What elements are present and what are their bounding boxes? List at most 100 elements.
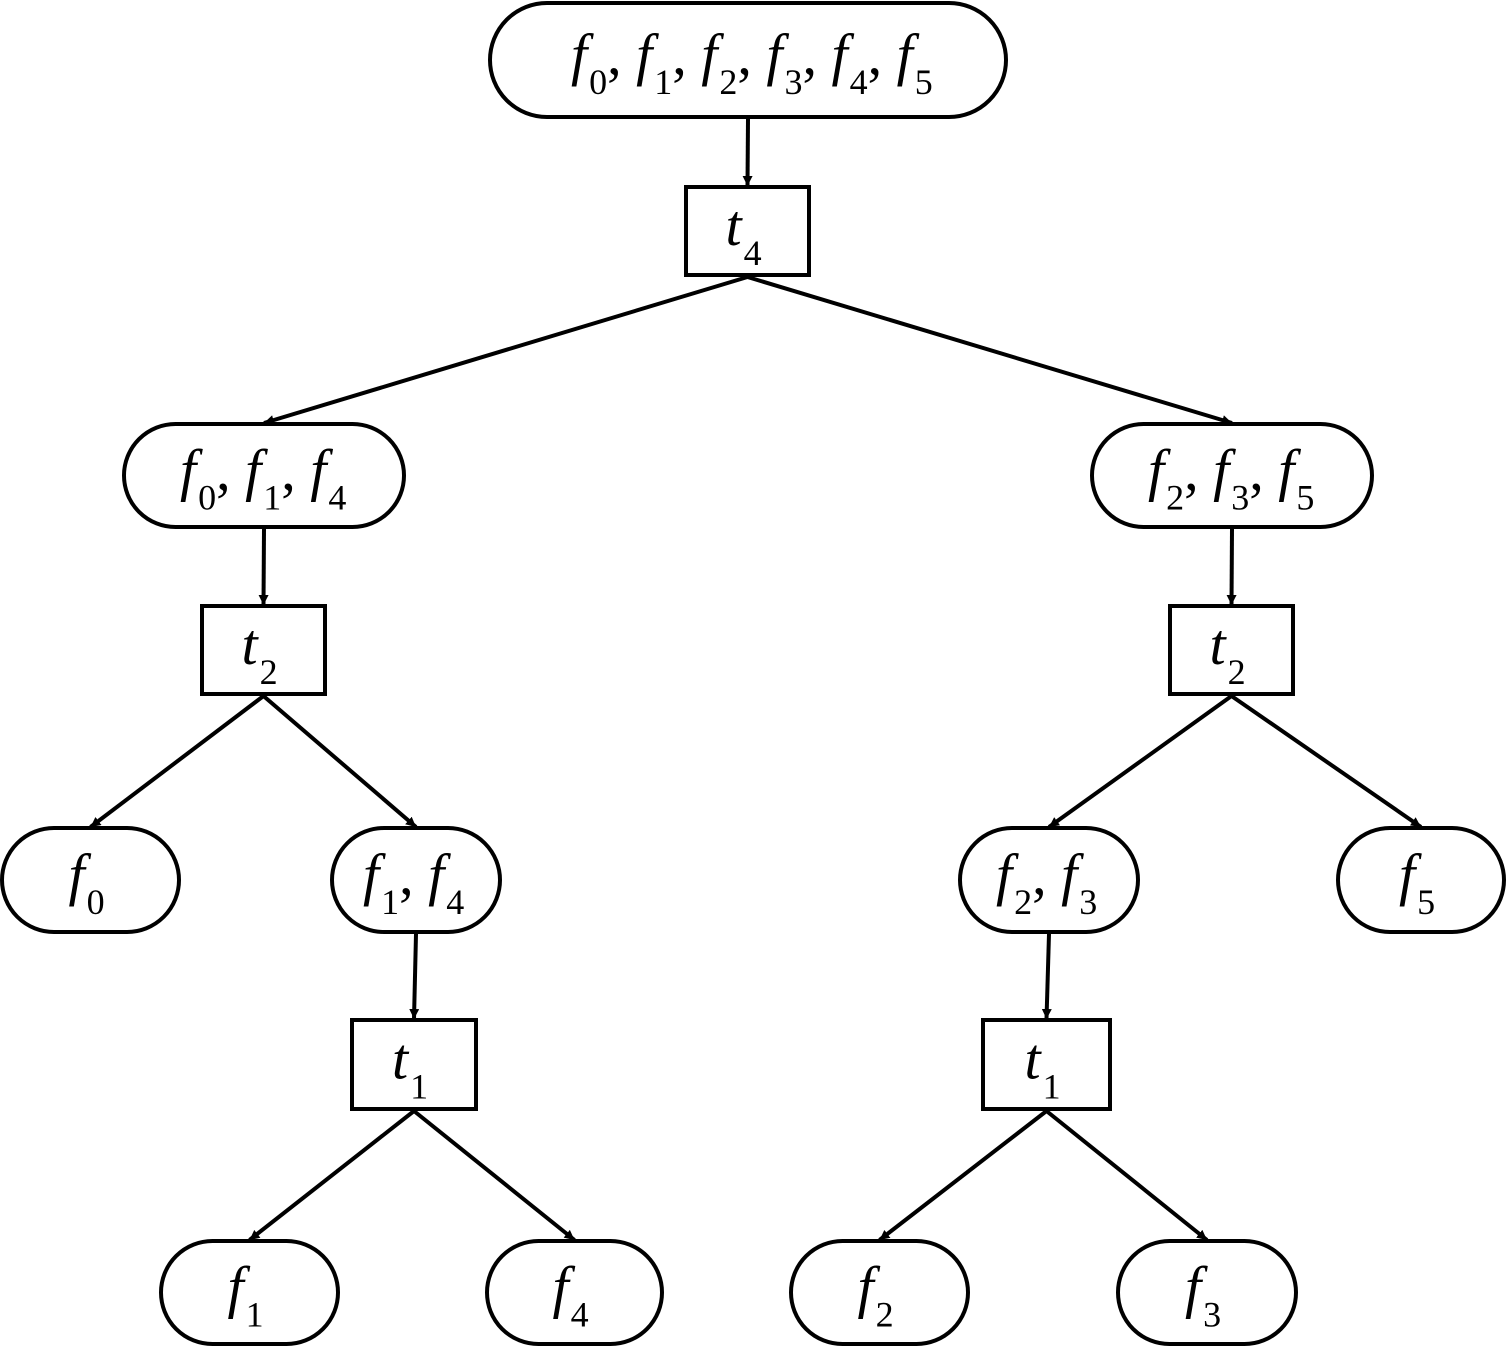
node-label: t2 <box>1210 612 1246 692</box>
set-node-n_r1: f2, f3, f5 <box>1090 422 1374 529</box>
set-node-n_f0: f0 <box>0 826 181 934</box>
set-node-n_f5: f5 <box>1336 826 1506 934</box>
label-subscript: 3 <box>1203 1295 1221 1335</box>
node-label: t4 <box>726 193 762 273</box>
label-subscript: 0 <box>198 478 216 518</box>
edge-n_t2r-to-n_f5 <box>1230 694 1423 829</box>
set-node-n_f1: f1 <box>159 1239 340 1346</box>
test-node-n_t1r: t1 <box>981 1018 1112 1111</box>
rounded-node-shape <box>958 826 1140 934</box>
label-separator: , <box>399 842 428 907</box>
label-subscript: 2 <box>1166 478 1184 518</box>
node-label: t1 <box>392 1027 428 1107</box>
rounded-node-shape <box>122 422 406 529</box>
label-subscript: 1 <box>1043 1067 1061 1107</box>
label-subscript: 0 <box>589 62 607 102</box>
rounded-node-shape <box>1336 826 1506 934</box>
rounded-node-shape <box>330 826 502 934</box>
label-subscript: 1 <box>654 62 672 102</box>
label-subscript: 5 <box>1296 478 1314 518</box>
edge-n_t1r-to-n_f2 <box>878 1109 1048 1242</box>
label-separator: , <box>737 22 766 87</box>
edge-n_f23-to-n_t1r <box>1041 933 1052 1020</box>
test-node-n_t4: t4 <box>684 185 811 277</box>
label-subscript: 2 <box>1014 882 1032 922</box>
label-subscript: 4 <box>446 882 464 922</box>
box-node-shape <box>350 1018 478 1111</box>
label-subscript: 5 <box>1417 882 1435 922</box>
edges <box>89 118 1423 1242</box>
label-subscript: 2 <box>1228 652 1246 692</box>
label-subscript: 1 <box>381 882 399 922</box>
box-node-shape <box>200 604 327 696</box>
label-base: t <box>726 193 744 258</box>
label-subscript: 4 <box>850 62 868 102</box>
test-node-n_t2r: t2 <box>1168 604 1295 696</box>
box-node-shape <box>1168 604 1295 696</box>
edge-n_r1-to-n_t2r <box>1226 528 1237 606</box>
edge-n_root-to-n_t4 <box>742 118 753 187</box>
label-separator: , <box>868 22 897 87</box>
edge-n_t1r-to-n_f3 <box>1045 1109 1209 1242</box>
label-subscript: 2 <box>876 1295 894 1335</box>
edge-n_t4-to-n_l1 <box>263 275 749 425</box>
rounded-node-shape <box>0 826 181 934</box>
label-subscript: 2 <box>260 652 278 692</box>
label-base: t <box>1025 1027 1043 1092</box>
label-separator: , <box>281 438 310 503</box>
node-label: t1 <box>1025 1027 1061 1107</box>
set-node-n_root: f0, f1, f2, f3, f4, f5 <box>488 1 1008 119</box>
label-separator: , <box>672 22 701 87</box>
box-node-shape <box>684 185 811 277</box>
label-subscript: 3 <box>1079 882 1097 922</box>
label-base: t <box>392 1027 410 1092</box>
label-separator: , <box>1184 438 1213 503</box>
label-subscript: 1 <box>410 1067 428 1107</box>
set-node-n_f14: f1, f4 <box>330 826 502 934</box>
edge-n_t4-to-n_r1 <box>746 275 1233 425</box>
rounded-node-shape <box>488 1 1008 119</box>
label-separator: , <box>1032 842 1061 907</box>
label-separator: , <box>216 438 245 503</box>
box-node-shape <box>981 1018 1112 1111</box>
node-label: f1, f4 <box>363 842 464 922</box>
label-subscript: 3 <box>1231 478 1249 518</box>
set-node-n_f3: f3 <box>1116 1239 1298 1346</box>
set-node-n_f2: f2 <box>789 1239 970 1346</box>
node-label: t2 <box>242 612 278 692</box>
label-subscript: 4 <box>744 233 762 273</box>
rounded-node-shape <box>1116 1239 1298 1346</box>
label-subscript: 3 <box>785 62 803 102</box>
test-node-n_t1l: t1 <box>350 1018 478 1111</box>
node-label: f0 <box>69 842 105 922</box>
set-node-n_f4: f4 <box>485 1239 664 1346</box>
label-separator: , <box>607 22 636 87</box>
label-base: t <box>1210 612 1228 677</box>
label-subscript: 1 <box>246 1295 264 1335</box>
label-subscript: 4 <box>328 478 346 518</box>
set-node-n_l1: f0, f1, f4 <box>122 422 406 529</box>
label-subscript: 1 <box>263 478 281 518</box>
edge-n_f14-to-n_t1l <box>409 933 420 1020</box>
edge-n_t1l-to-n_f4 <box>412 1109 576 1242</box>
edge-n_t2r-to-n_f23 <box>1047 694 1233 829</box>
label-subscript: 5 <box>915 62 933 102</box>
rounded-node-shape <box>485 1239 664 1346</box>
set-node-n_f23: f2, f3 <box>958 826 1140 934</box>
label-base: t <box>242 612 260 677</box>
rounded-node-shape <box>789 1239 970 1346</box>
edge-n_t2l-to-n_f14 <box>262 694 418 829</box>
rounded-node-shape <box>1090 422 1374 529</box>
test-node-n_t2l: t2 <box>200 604 327 696</box>
rounded-node-shape <box>159 1239 340 1346</box>
label-subscript: 2 <box>719 62 737 102</box>
edge-n_t2l-to-n_f0 <box>89 694 265 829</box>
edge-n_l1-to-n_t2l <box>258 528 269 606</box>
label-separator: , <box>1249 438 1278 503</box>
label-subscript: 4 <box>571 1295 589 1335</box>
label-separator: , <box>803 22 832 87</box>
label-subscript: 0 <box>87 882 105 922</box>
edge-n_t1l-to-n_f1 <box>248 1109 416 1242</box>
